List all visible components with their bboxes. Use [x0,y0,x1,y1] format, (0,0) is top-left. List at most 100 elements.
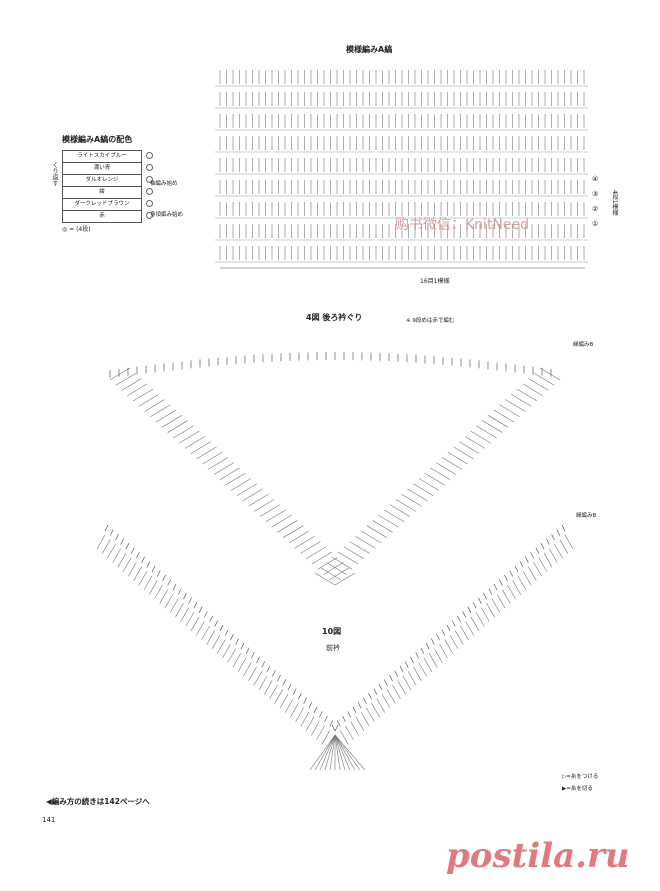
stitch-mark [167,420,188,433]
circle-icon [146,176,153,183]
stitch-mark [431,638,435,645]
stitch-mark [316,725,325,741]
stitch-mark [259,504,281,517]
stitch-mark [499,579,503,586]
stitch-mark [470,616,480,631]
stitch-mark [266,665,271,673]
stitch-mark [389,674,393,682]
stitch-mark [488,588,493,595]
stitch-mark [360,712,370,727]
stitch-mark [127,383,148,397]
stitch-mark [476,425,497,439]
stitch-mark [334,734,346,771]
stitch-mark [420,647,425,654]
stitch-mark [282,525,304,538]
stitch-mark [213,462,235,475]
stitch-mark [334,724,339,732]
stitch-mark [373,688,378,695]
stitch-mark [410,656,414,663]
stitch-mark [413,666,422,681]
stitch-mark [435,462,457,475]
stitch-mark [540,543,545,550]
stitch-mark [482,420,503,433]
stitch-mark [172,583,177,591]
stitch-mark [464,436,486,449]
stitch-mark [308,702,313,709]
stitch-mark [561,524,566,532]
stitch-mark [274,689,283,704]
row-mark: ③ [592,190,599,198]
stitch-mark [505,399,526,412]
stitch-mark [371,703,380,718]
stitch-mark [167,579,171,586]
color-row: ダルオレンジ [62,175,153,187]
stitch-mark [169,598,179,613]
stitch-mark [418,662,427,677]
stitch-mark [120,538,124,545]
stitch-mark [211,634,221,650]
stitch-mark [115,372,136,386]
circle-icon [146,200,153,207]
stitch-mark [334,734,366,771]
stitch-mark [447,451,468,465]
legend-cut: ▶=糸を切る [562,786,593,792]
repeat-text: くり返す [51,162,58,186]
stitch-mark [525,556,529,563]
stitch-mark [117,553,127,568]
stitch-mark [155,409,177,423]
rows-label: 4段1模様 [611,190,618,216]
stitch-mark [516,388,538,402]
stitch-mark [424,472,445,486]
stitch-mark [225,472,246,486]
row-marks: ④ ③ ② ① [592,172,604,232]
stitch-mark [288,530,310,544]
stitch-mark [546,538,550,545]
stitch-mark [196,621,205,636]
stitch-mark [465,621,474,636]
stitch-mark [401,493,422,507]
stitch-mark [292,688,297,695]
stitch-mark [510,394,532,407]
circle-icon [146,188,153,195]
stitch-mark [337,551,359,565]
stitch-mark [122,557,132,572]
stitch-mark [399,665,404,673]
stitch-mark [206,630,216,645]
stitch-mark [519,561,524,568]
stitch-mark [357,702,362,709]
stitch-mark [428,653,438,668]
circle-icon [146,152,153,159]
stitch-mark [499,404,520,418]
stitch-mark [343,546,365,559]
body-start: 身頃編み始め [150,212,184,218]
stitch-mark [161,415,183,428]
stitch-mark [355,535,376,549]
stitch-mark [446,624,451,632]
stitch-mark [298,693,302,700]
stitch-mark [314,572,336,586]
stitch-mark [184,436,206,449]
stitch-mark [256,656,260,663]
stitch-mark [146,561,151,568]
stitch-mark [202,451,223,465]
stitch-mark [138,571,148,586]
stitch-mark [486,603,495,618]
stitch-mark [177,588,182,595]
stitch-mark [530,552,534,559]
stitch-mark [389,504,411,517]
stitch-mark [227,648,236,663]
stitch-mark [188,597,192,604]
stitch-mark [287,683,292,691]
stitch-mark [439,643,448,659]
stitch-mark [496,593,506,609]
stitch-mark [173,425,194,439]
repeat-note: ◎ = (4段) [62,226,91,233]
row-mark: ① [592,220,599,228]
stitch-mark [193,602,198,609]
stitch-mark [345,725,354,741]
stitch-mark [339,730,349,745]
stitch-mark [360,530,382,544]
stitch-mark [143,575,153,591]
stitch-mark [366,525,388,538]
stitch-mark [329,734,336,771]
